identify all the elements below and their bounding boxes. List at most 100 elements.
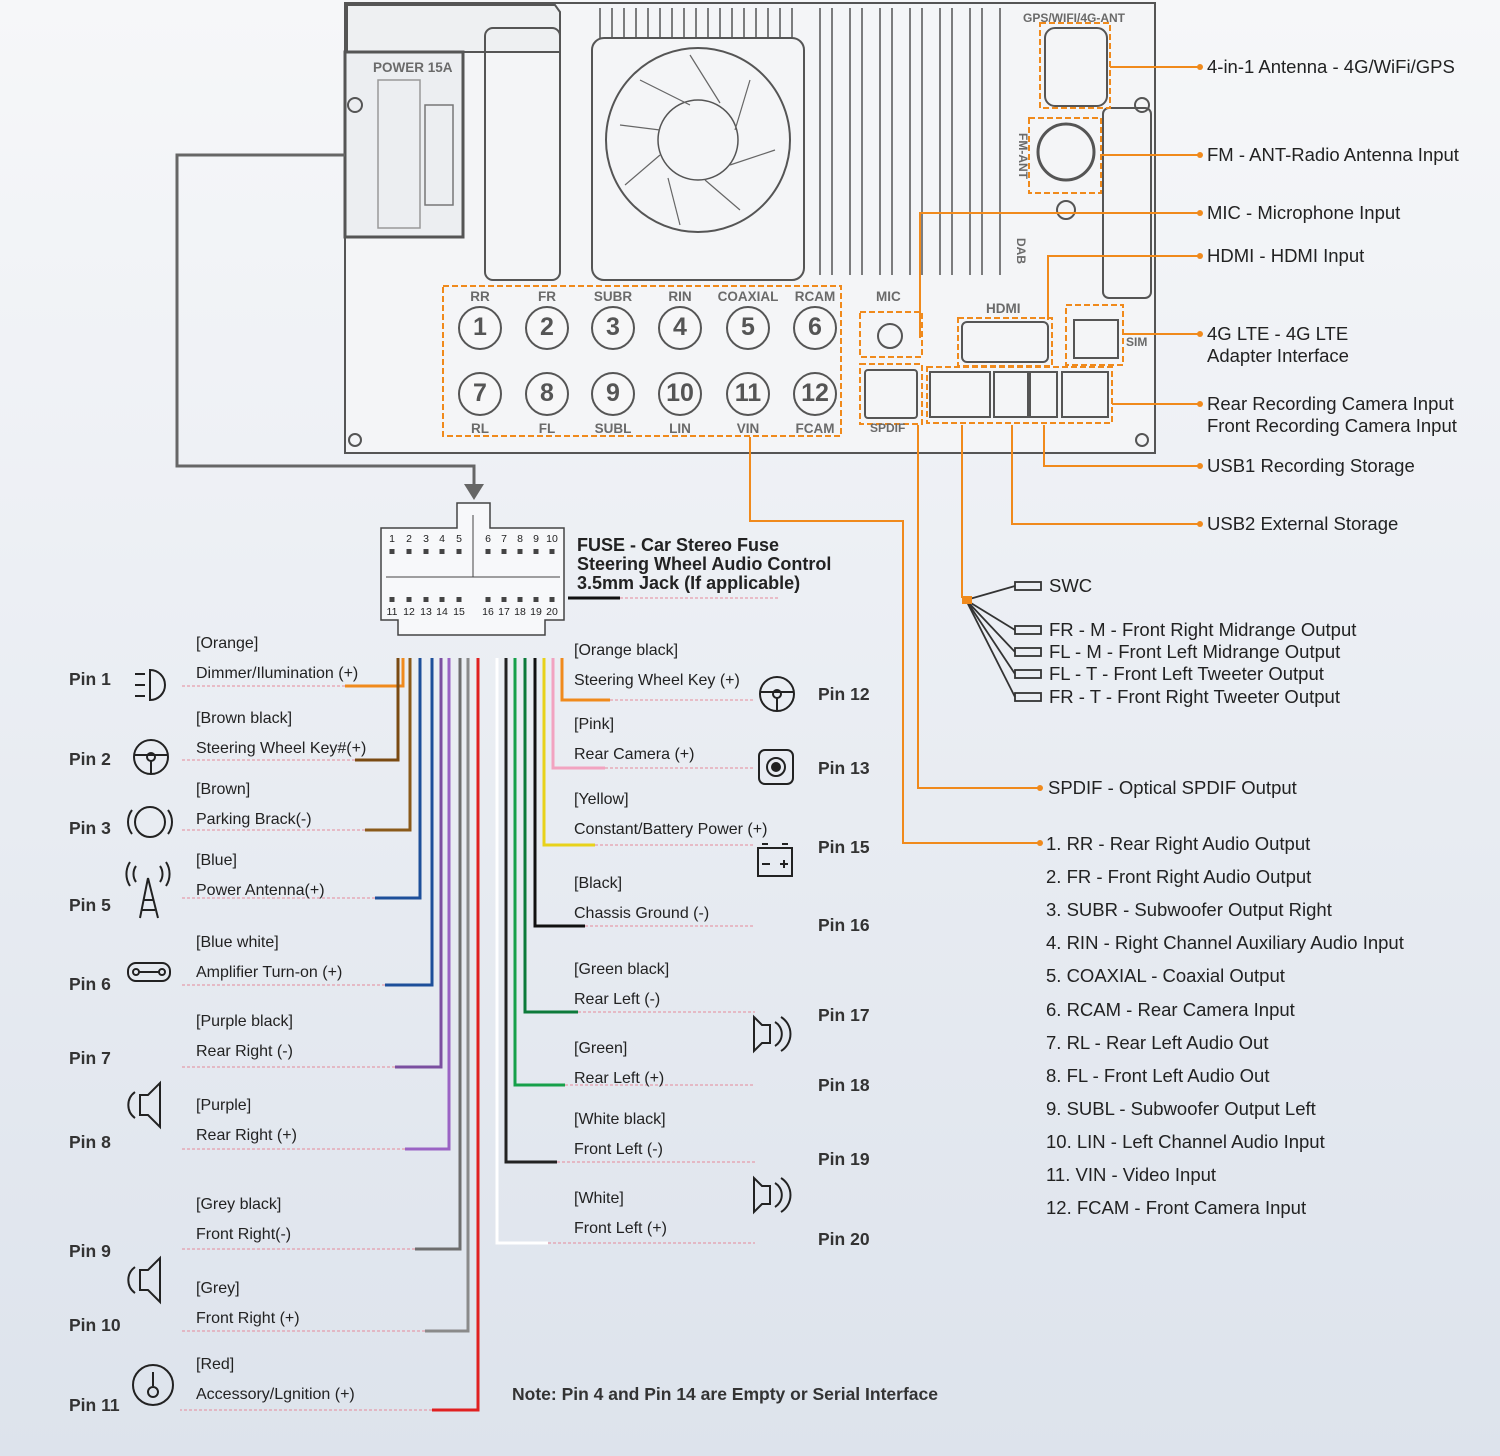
wire-color-label: [Orange] xyxy=(196,635,259,652)
wire-right-1 xyxy=(551,658,605,770)
wire-5 xyxy=(395,658,443,1069)
pin-number: 15 xyxy=(453,606,465,618)
wire-color-label: [Pink] xyxy=(574,716,615,733)
wire-function: Front Left (-) xyxy=(574,1141,663,1158)
speaker-icon xyxy=(127,1255,161,1305)
rca-port-9 xyxy=(591,372,635,416)
wire-color-label: [Purple] xyxy=(196,1097,252,1114)
spdif-port-label: SPDIF xyxy=(870,421,906,435)
note: Note: Pin 4 and Pin 14 are Empty or Seri… xyxy=(512,1384,938,1404)
pin-label: Pin 13 xyxy=(818,758,870,778)
pin-contact xyxy=(533,549,539,554)
wire-function: Parking Brack(-) xyxy=(196,811,312,828)
wire-color-label: [Red] xyxy=(196,1356,235,1373)
pin-number: 20 xyxy=(546,606,558,618)
wire-right-5 xyxy=(513,658,565,1087)
port-list-item: 7. RL - Rear Left Audio Out xyxy=(1046,1031,1269,1053)
pin-number: 14 xyxy=(436,606,448,618)
wire-color-label: [Green black] xyxy=(574,961,670,978)
ignition-icon xyxy=(132,1364,174,1406)
rca-port-3 xyxy=(591,306,635,350)
port-name: FCAM xyxy=(795,421,835,436)
pin-number: 13 xyxy=(420,606,432,618)
wire-function: Front Left (+) xyxy=(574,1220,667,1237)
port-name: COAXIAL xyxy=(717,289,779,304)
callout-lte-2: Adapter Interface xyxy=(1207,345,1349,366)
port-list-item: 1. RR - Rear Right Audio Output xyxy=(1046,833,1311,854)
port-name: RCAM xyxy=(794,289,836,304)
pin-number: 19 xyxy=(530,606,542,618)
pin-contact xyxy=(501,597,507,602)
rca-port-1 xyxy=(458,306,502,350)
pin-contact xyxy=(485,597,491,602)
callout-usb2: USB2 External Storage xyxy=(1207,513,1399,534)
pin-contact xyxy=(456,549,462,554)
steering-wheel-icon xyxy=(759,676,795,712)
port-number: 12 xyxy=(801,379,829,407)
swc-output: FR - T - Front Right Tweeter Output xyxy=(1049,686,1340,707)
pin-label: Pin 10 xyxy=(69,1315,121,1335)
wire-function: Rear Left (+) xyxy=(574,1070,665,1087)
pin-number: 16 xyxy=(482,606,494,618)
callout-antenna: 4-in-1 Antenna - 4G/WiFi/GPS xyxy=(1207,56,1455,77)
pin-number: 8 xyxy=(517,533,523,545)
wire-color-label: [Brown black] xyxy=(196,710,293,727)
callout-fm: FM - ANT-Radio Antenna Input xyxy=(1207,144,1459,165)
port-number: 7 xyxy=(473,379,487,407)
pin-contact xyxy=(406,549,412,554)
callout-mic: MIC - Microphone Input xyxy=(1207,202,1401,223)
swc-output: FR - M - Front Right Midrange Output xyxy=(1049,619,1357,640)
port-name: RIN xyxy=(668,289,692,304)
wire-right-7 xyxy=(495,658,548,1245)
wire-color-label: [Green] xyxy=(574,1040,628,1057)
port-name: LIN xyxy=(669,421,691,436)
power-harness-line xyxy=(175,153,476,488)
port-list-item: 9. SUBL - Subwoofer Output Left xyxy=(1046,1097,1316,1119)
pin-label: Pin 15 xyxy=(818,837,870,857)
wire-function: Front Right (+) xyxy=(196,1310,300,1327)
wire-color-label: [Blue] xyxy=(196,852,237,869)
port-number: 9 xyxy=(606,379,620,407)
port-number: 11 xyxy=(734,379,762,407)
wire-color-label: [Grey] xyxy=(196,1280,240,1297)
wire-function: Front Right(-) xyxy=(196,1226,292,1243)
pin-contact xyxy=(485,549,491,554)
callout-cam-rear: Rear Recording Camera Input xyxy=(1207,393,1454,414)
sim-port-label: SIM xyxy=(1126,335,1148,349)
port-name: RR xyxy=(470,289,490,304)
port-list-item: 12. FCAM - Front Camera Input xyxy=(1046,1197,1307,1219)
rca-port-2 xyxy=(525,306,569,350)
pin-number: 6 xyxy=(485,533,491,545)
wire-color-label: [White black] xyxy=(574,1111,666,1128)
speaker-icon xyxy=(753,1175,792,1215)
wire-function: Constant/Battery Power (+) xyxy=(574,821,768,838)
pin-label: Pin 6 xyxy=(69,974,111,994)
callout-lte: 4G LTE - 4G LTE xyxy=(1207,323,1349,344)
pin-label: Pin 11 xyxy=(69,1395,120,1415)
port-name: SUBL xyxy=(594,421,632,436)
port-list-item: 5. COAXIAL - Coaxial Output xyxy=(1046,965,1285,987)
rca-port-6 xyxy=(793,306,837,350)
power-label: POWER 15A xyxy=(373,60,453,75)
wire-color-label: [Grey black] xyxy=(196,1196,282,1213)
pin-label: Pin 1 xyxy=(69,669,111,689)
rca-port-7 xyxy=(458,372,502,416)
wire-color-label: [Yellow] xyxy=(574,791,629,808)
pin-number: 4 xyxy=(439,533,445,545)
headlight-icon xyxy=(135,668,166,702)
wire-function: Accessory/Lgnition (+) xyxy=(196,1386,355,1403)
pin-label: Pin 18 xyxy=(818,1075,870,1095)
pin-number: 10 xyxy=(546,533,558,545)
swc-output: FL - M - Front Left Midrange Output xyxy=(1049,641,1341,662)
pin-contact xyxy=(406,597,412,602)
pin-number: 5 xyxy=(456,533,462,545)
pin-number: 18 xyxy=(514,606,526,618)
wire-6 xyxy=(405,658,451,1151)
wire-function: Dimmer/Ilumination (+) xyxy=(196,665,359,682)
pin-label: Pin 20 xyxy=(818,1229,870,1249)
wire-function: Rear Left (-) xyxy=(574,991,661,1008)
pin-contact xyxy=(456,597,462,602)
pin-label: Pin 16 xyxy=(818,915,870,935)
pin-contact xyxy=(517,549,523,554)
port-name: SUBR xyxy=(593,289,633,304)
